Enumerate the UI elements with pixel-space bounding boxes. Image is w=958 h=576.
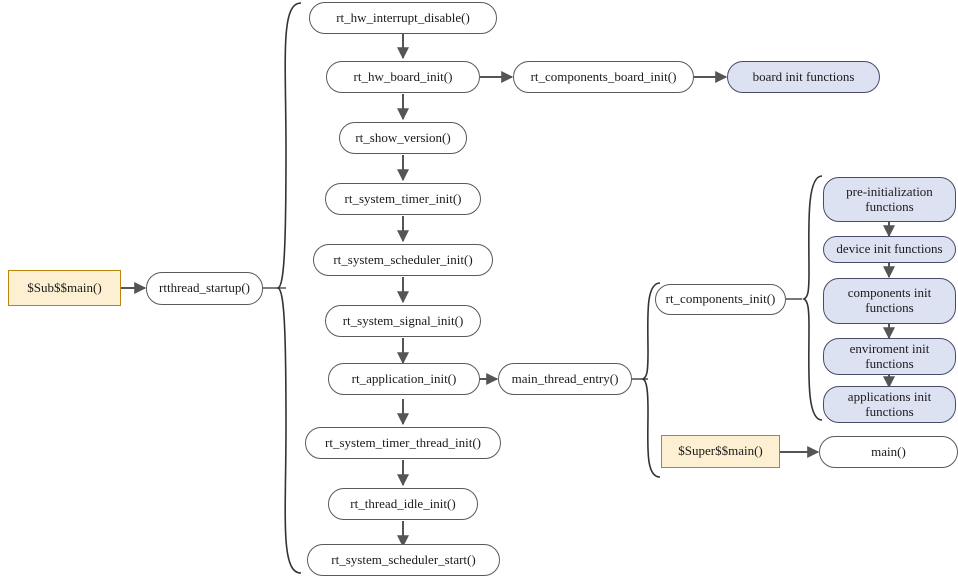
node-rt-hw-interrupt-disable[interactable]: rt_hw_interrupt_disable() bbox=[309, 2, 497, 34]
node-pre-initialization-functions[interactable]: pre-initialization functions bbox=[823, 177, 956, 222]
node-rtthread-startup-label: rtthread_startup() bbox=[159, 280, 250, 296]
node-label: main() bbox=[871, 443, 906, 459]
node-rt-components-init[interactable]: rt_components_init() bbox=[655, 284, 786, 315]
node-label: rt_hw_board_init() bbox=[353, 68, 453, 84]
node-board-init-functions[interactable]: board init functions bbox=[727, 61, 880, 93]
node-rt-hw-board-init[interactable]: rt_hw_board_init() bbox=[326, 61, 480, 93]
node-components-init-functions[interactable]: components init functions bbox=[823, 278, 956, 324]
node-rt-system-timer-init[interactable]: rt_system_timer_init() bbox=[325, 183, 481, 215]
node-enviroment-init-functions[interactable]: enviroment init functions bbox=[823, 338, 956, 375]
node-main[interactable]: main() bbox=[819, 436, 958, 468]
node-label: applications init functions bbox=[847, 388, 932, 419]
node-label: rt_hw_interrupt_disable() bbox=[336, 9, 470, 25]
node-applications-init-functions[interactable]: applications init functions bbox=[823, 386, 956, 423]
brace-startup-sequence bbox=[275, 2, 302, 574]
node-label: rt_components_board_init() bbox=[530, 68, 677, 84]
node-rt-system-scheduler-init[interactable]: rt_system_scheduler_init() bbox=[313, 244, 493, 276]
node-device-init-functions[interactable]: device init functions bbox=[823, 236, 956, 263]
node-label: $Super$$main() bbox=[678, 443, 763, 459]
node-rt-components-board-init[interactable]: rt_components_board_init() bbox=[513, 61, 694, 93]
node-rt-system-timer-thread-init[interactable]: rt_system_timer_thread_init() bbox=[305, 427, 501, 459]
node-rt-system-scheduler-start[interactable]: rt_system_scheduler_start() bbox=[307, 544, 500, 576]
brace-app-branch bbox=[641, 282, 661, 478]
node-label: pre-initialization functions bbox=[846, 183, 933, 214]
node-label: rt_application_init() bbox=[351, 370, 457, 386]
brace-init-functions bbox=[802, 175, 823, 421]
node-super-main[interactable]: $Super$$main() bbox=[661, 435, 780, 468]
node-label: main_thread_entry() bbox=[511, 370, 619, 386]
node-rt-show-version[interactable]: rt_show_version() bbox=[339, 122, 467, 154]
node-label: components init functions bbox=[847, 285, 932, 315]
node-main-thread-entry[interactable]: main_thread_entry() bbox=[498, 363, 632, 395]
node-label: rt_system_timer_init() bbox=[344, 190, 462, 206]
node-label: enviroment init functions bbox=[849, 340, 930, 371]
node-label: rt_system_signal_init() bbox=[342, 312, 464, 328]
node-label: rt_system_timer_thread_init() bbox=[325, 434, 481, 450]
node-label: rt_components_init() bbox=[665, 291, 776, 307]
node-label: rt_show_version() bbox=[355, 129, 451, 145]
node-label: board init functions bbox=[752, 68, 855, 84]
node-label: rt_system_scheduler_start() bbox=[331, 551, 476, 567]
node-rt-system-signal-init[interactable]: rt_system_signal_init() bbox=[325, 305, 481, 337]
node-rt-application-init[interactable]: rt_application_init() bbox=[328, 363, 480, 395]
node-label: device init functions bbox=[836, 241, 943, 257]
node-label: rt_system_scheduler_init() bbox=[333, 251, 473, 267]
node-rt-thread-idle-init[interactable]: rt_thread_idle_init() bbox=[328, 488, 478, 520]
node-rtthread-startup[interactable]: rtthread_startup() bbox=[146, 272, 263, 305]
node-label: rt_thread_idle_init() bbox=[350, 495, 456, 511]
node-sub-main-label: $Sub$$main() bbox=[27, 279, 102, 295]
node-sub-main[interactable]: $Sub$$main() bbox=[8, 270, 121, 306]
